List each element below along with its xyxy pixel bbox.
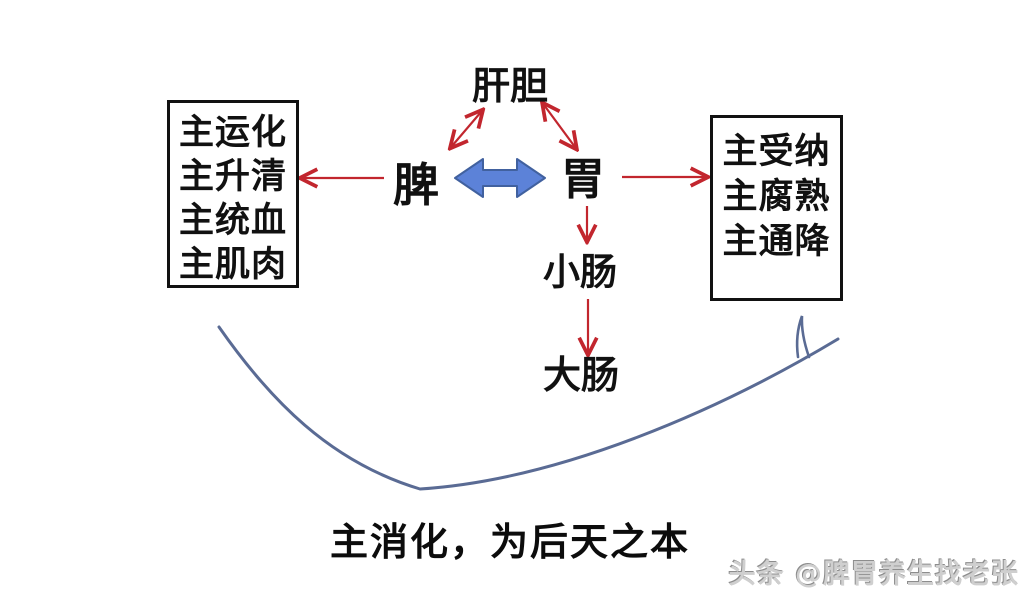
spleen-function-item: 主统血 [178, 201, 287, 241]
curve-leftbox-to-rightbox [217, 325, 840, 491]
watermark-toutiao: 头条 @脾胃养生找老张 [728, 559, 1019, 590]
arrow-liver-spleen [452, 112, 481, 146]
stomach-function-item: 主通降 [722, 222, 831, 262]
stomach-functions-box: 主受纳 主腐熟 主通降 [710, 115, 843, 301]
arrow-liver-stomach [544, 105, 575, 147]
node-spleen: 脾 [393, 158, 439, 212]
spleen-function-item: 主运化 [178, 113, 287, 153]
block-double-arrow-spleen-stomach [454, 158, 546, 198]
node-large-intestine: 大肠 [542, 353, 620, 397]
node-stomach: 胃 [561, 154, 605, 205]
stomach-function-item: 主腐熟 [722, 177, 831, 217]
node-liver-gallbladder: 肝胆 [471, 64, 549, 108]
node-small-intestine: 小肠 [543, 250, 617, 294]
spleen-function-item: 主升清 [178, 157, 287, 197]
spleen-function-item: 主肌肉 [178, 245, 287, 285]
stomach-function-item: 主受纳 [722, 132, 831, 172]
curve-arrowhead [795, 315, 811, 359]
caption-main-function: 主消化，为后天之本 [329, 520, 690, 564]
spleen-functions-box: 主运化 主升清 主统血 主肌肉 [167, 100, 299, 288]
